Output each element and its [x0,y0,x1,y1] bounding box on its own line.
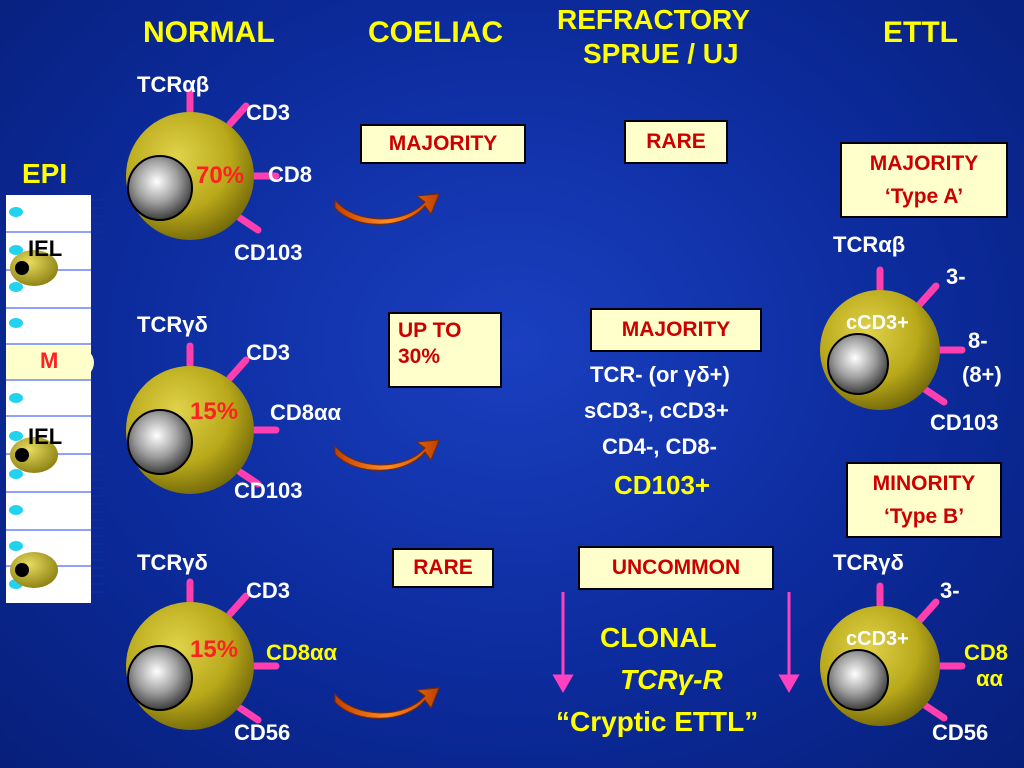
normal-cell-1 [126,88,280,240]
normal-cell1-receptor: TCRαβ [137,72,210,97]
normal-cell-1-stalk-1 [226,102,250,128]
normal-cell2-receptor: TCRγδ [137,312,208,337]
normal-cell3-bottom: CD56 [234,720,291,745]
normal-cell-3-stalk-1 [226,592,250,618]
ettl-cell-2-stalk-1 [916,598,940,624]
ettl-cell1-cd8-line1: 8- [968,328,988,353]
normal-cells [126,88,280,730]
ettl-cell-1-nucleus [827,333,889,395]
ettl-cell2-ccd3: cCD3+ [846,628,909,650]
arrow-icon-3 [334,687,440,719]
normal-cell1-bottom: CD103 [234,240,303,265]
coeliac-box-up-to: UP TO 30% [388,312,502,388]
refractory-box-majority: MAJORITY [590,308,762,352]
ettl-box-minority: MINORITY ‘Type B’ [846,462,1002,538]
ettl-cells [820,266,966,726]
iel-cell-1 [10,250,58,286]
normal-cell2-cd8: CD8αα [270,400,342,425]
ettl-box-majority-line2: ‘Type A’ [884,185,964,208]
normal-cell1-cd8: CD8 [268,162,313,187]
header-normal: NORMAL [143,16,275,49]
normal-cell-2 [126,342,280,494]
ettl-cell-1-stalk-3 [922,386,948,406]
normal-cell1-cd3: CD3 [246,100,291,125]
refractory-box-rare: RARE [624,120,728,164]
ettl-cell2-cd8-line2: αα [976,666,1004,691]
iel-cell-2 [10,437,58,473]
refractory-line4: CD103+ [614,470,711,500]
iel-label-2: IEL [28,424,63,449]
epi-label: EPI [22,158,68,189]
epithelial-nuclei [9,207,23,589]
normal-cell2-cd3: CD3 [246,340,291,365]
iel-label-1: IEL [28,236,63,261]
normal-cell-3 [126,578,280,730]
ettl-cell2-cd8-line1: CD8 [964,640,1009,665]
m-label: M [40,348,59,373]
ettl-box-minority-line2: ‘Type B’ [883,505,965,528]
ettl-cell2-cd3: 3- [940,578,960,603]
header-coeliac: COELIAC [368,16,503,49]
header-refractory-line2: SPRUE / UJ [583,38,739,69]
ettl-cell1-cd8-line2: (8+) [962,362,1002,387]
ettl-cell-1-stalk-1 [916,282,940,308]
header-ettl: ETTL [883,16,958,49]
down-arrows [552,592,800,694]
ettl-cell2-receptor: TCRγδ [833,550,904,575]
normal-cell1-percent: 70% [196,162,245,189]
header-refractory-line1: REFRACTORY [557,4,750,35]
normal-cell3-percent: 15% [190,636,239,663]
normal-cell-2-nucleus [127,409,193,475]
normal-cell-1-stalk-3 [236,214,262,234]
normal-cell-2-stalk-3 [236,468,262,488]
ettl-cell1-ccd3: cCD3+ [846,312,909,334]
ettl-cell2-bottom: CD56 [932,720,989,745]
clonal-line1: CLONAL [600,622,717,653]
normal-cell3-receptor: TCRγδ [137,550,208,575]
refractory-line2: sCD3-, cCD3+ [584,398,729,423]
ettl-box-majority: MAJORITY ‘Type A’ [840,142,1008,218]
ettl-box-minority-line1: MINORITY [872,472,976,495]
ettl-cell-2 [820,582,966,726]
normal-cell-2-stalk-1 [226,356,250,382]
epithelium-column [6,195,104,603]
ettl-cell-1 [820,266,966,410]
refractory-line3: CD4-, CD8- [602,434,717,459]
normal-cell-1-nucleus [127,155,193,221]
iel-cell-3 [10,552,58,588]
coeliac-box-rare: RARE [392,548,494,588]
normal-cell2-percent: 15% [190,398,239,425]
normal-cell3-cd3: CD3 [246,578,291,603]
ettl-box-majority-line1: MAJORITY [869,152,979,175]
coeliac-box-majority: MAJORITY [360,124,526,164]
ettl-cell1-bottom: CD103 [930,410,999,435]
normal-cell-3-stalk-3 [236,704,262,724]
ettl-cell-2-nucleus [827,649,889,711]
clonal-line2: TCRγ-R [620,664,723,695]
clonal-line3: “Cryptic ETTL” [556,706,759,737]
m-cell [6,346,91,379]
normal-cell-3-nucleus [127,645,193,711]
curved-arrows [334,193,440,719]
refractory-line1: TCR- (or γδ+) [590,362,730,387]
arrow-icon-1 [334,193,440,225]
ettl-cell-2-stalk-3 [922,702,948,722]
ettl-cell1-cd3: 3- [946,264,966,289]
normal-cell2-bottom: CD103 [234,478,303,503]
normal-cell3-cd8: CD8αα [266,640,338,665]
arrow-icon-2 [334,439,440,471]
ettl-cell1-receptor: TCRαβ [833,232,906,257]
refractory-box-uncommon: UNCOMMON [578,546,774,590]
